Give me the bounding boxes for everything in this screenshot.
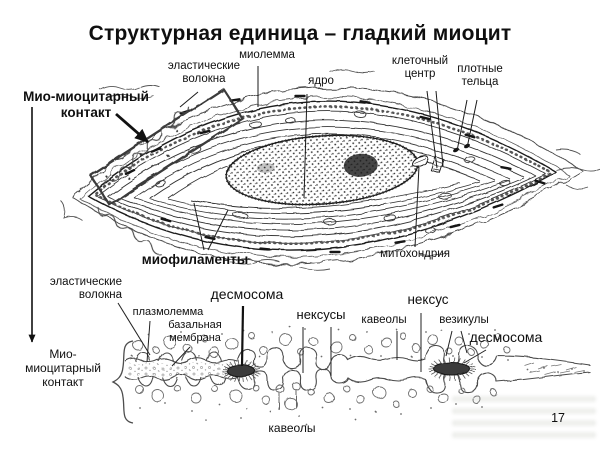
label-myolemma: миолемма [239,49,295,61]
vesicles-and-caveolae [132,332,511,411]
label-myofilaments: миофиламенты [141,252,249,267]
elastic-fiber-squiggles [59,68,600,271]
contact-highlight-rectangle [88,87,245,207]
label-desmosome-right: десмосома [469,329,543,345]
label-caveolae-bottom: кавеолы [268,421,316,435]
label-desmosome-left: десмосома [210,286,284,302]
label-elastic-fibers-top: эластические волокна [167,60,241,86]
label-mitochondria: митохондрия [380,248,450,260]
label-nexuses: нексусы [296,307,346,322]
label-myo-contact-bottom: Мио- миоцитарный контакт [25,347,101,389]
myolemma-caveolae-band [94,105,552,245]
slide-title: Структурная единица – гладкий миоцит [88,22,512,45]
mitochondria-structure [411,155,429,167]
plasmolemma-bottom-line [124,368,591,393]
nucleolus [343,153,378,177]
label-basal-membrane: базальная мембрана [168,319,222,344]
label-nucleus: ядро [308,75,334,87]
cell-leader-lines [179,66,478,251]
desmosome-left-leader [240,305,245,367]
tail-striations [524,362,585,376]
contact-pointer-arrow [115,112,149,144]
plasmolemma-top-line [124,345,591,370]
smooth-myocyte-illustration [59,68,600,271]
stalked-caveolae [275,381,301,411]
label-dense-bodies: плотные тельца [457,63,503,89]
page-number: 17 [551,411,565,425]
label-myo-contact-top: Мио-миоцитарный контакт [23,89,149,120]
label-elastic-fibers-bottom: эластические волокна [49,276,122,302]
left-brace [111,340,134,424]
desmosome-right-structure [428,357,476,381]
label-cell-center: клеточный центр [391,55,449,81]
nucleus [225,134,419,206]
label-vesicles: везикулы [439,314,489,326]
membrane-leader-lines [117,302,487,376]
bleed-through-text [452,396,596,438]
cell-center-structure [430,156,445,174]
label-nexus: нексус [407,292,449,307]
label-plasmolemma: плазмолемма [132,306,204,318]
membrane-contact-illustration [124,325,591,425]
organelle-outlines [154,110,511,234]
basal-membrane-band [127,363,254,376]
contact-loops [97,206,162,255]
label-caveolae-top: кавеолы [361,314,407,326]
